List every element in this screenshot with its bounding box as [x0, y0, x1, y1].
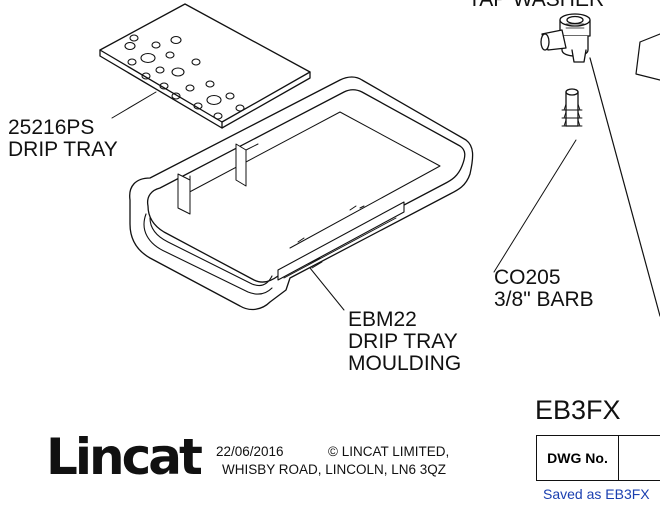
- moulding-part-number: EBM22: [348, 308, 417, 331]
- leader-drip-tray: [111, 91, 157, 119]
- barb-name: 3/8" BARB: [494, 288, 594, 311]
- drawing-date: 22/06/2016: [216, 444, 284, 459]
- address-text: WHISBY ROAD, LINCOLN, LN6 3QZ: [222, 462, 447, 477]
- bracket-edge: [635, 33, 660, 81]
- drip-tray-plate: [99, 3, 311, 129]
- copyright-text: © LINCAT LIMITED,: [328, 444, 450, 459]
- drip-tray-name: DRIP TRAY: [8, 138, 118, 161]
- model-number: EB3FX: [535, 395, 621, 425]
- lincat-logo: Lincat: [46, 428, 203, 486]
- moulding-name-line2: MOULDING: [348, 352, 462, 375]
- drip-tray-moulding: [129, 76, 474, 311]
- drip-tray-part-number: 25216PS: [8, 116, 95, 139]
- tap-fitting: [540, 13, 591, 63]
- dwg-number-box: DWG No.: [536, 435, 660, 481]
- hose-line: [589, 57, 660, 317]
- barb-part-number: CO205: [494, 266, 561, 289]
- moulding-name-line1: DRIP TRAY: [348, 330, 458, 353]
- leader-moulding: [309, 267, 345, 311]
- saved-as-text: Saved as EB3FX: [543, 486, 650, 502]
- barb-fitting: [561, 88, 583, 127]
- dwg-number-label: DWG No.: [537, 436, 619, 480]
- leader-barb: [493, 139, 577, 273]
- tap-washer-label: TAP WASHER: [468, 0, 604, 11]
